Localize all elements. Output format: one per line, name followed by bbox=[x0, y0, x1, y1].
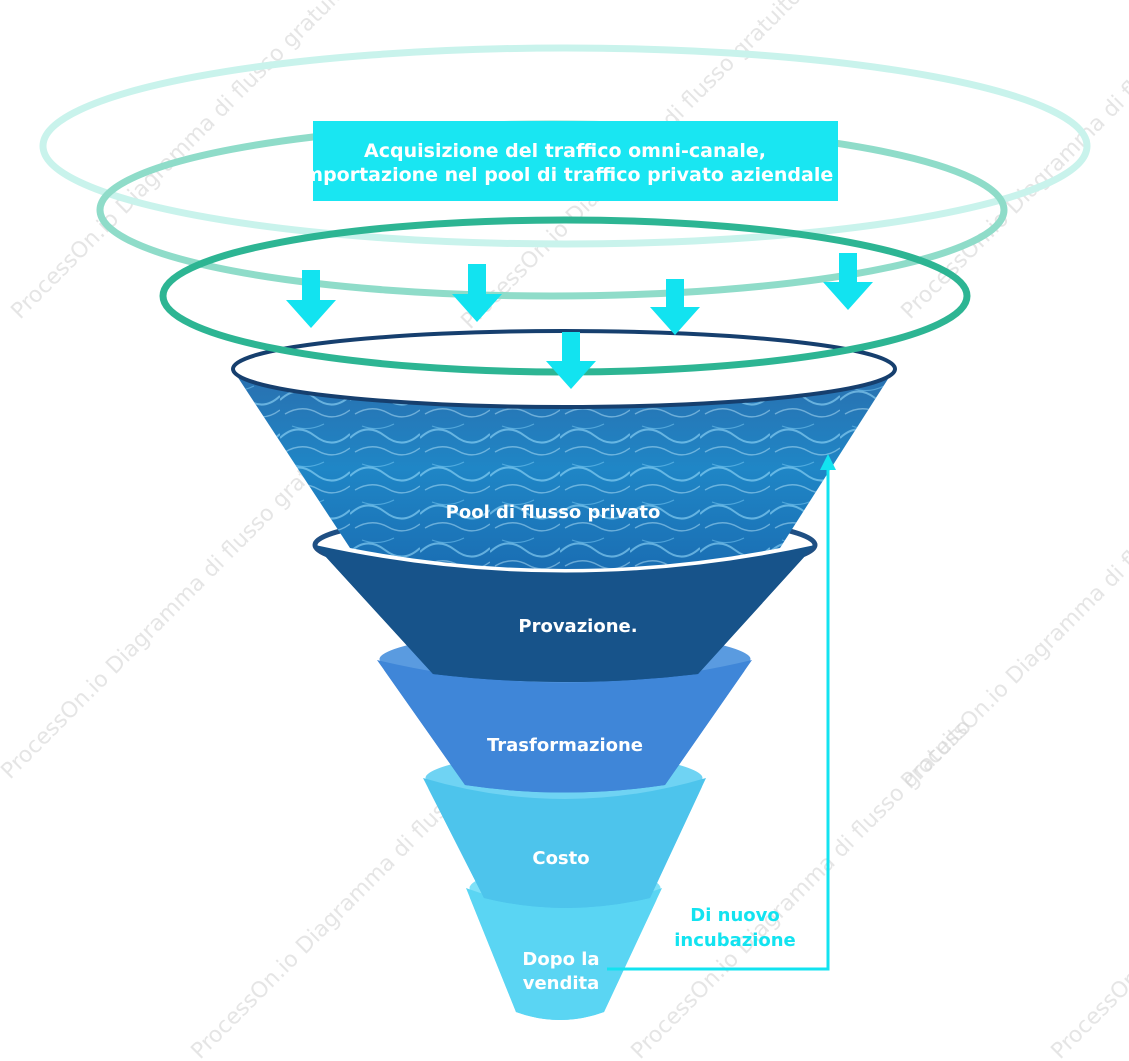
feedback-loop: Di nuovo incubazione bbox=[607, 454, 836, 971]
watermark-text: ProcessOn.io Diagramma di flusso gratuit… bbox=[1047, 714, 1129, 1061]
header-box: Acquisizione del traffico omni-canale, i… bbox=[297, 121, 838, 201]
traffic-ring-outer bbox=[39, 44, 1091, 248]
watermark-text: ProcessOn.io Diagramma di flusso gratuit… bbox=[0, 434, 347, 784]
down-arrow-icon bbox=[823, 253, 873, 310]
down-arrow-icon bbox=[286, 270, 336, 328]
header-line-2: importazione nel pool di traffico privat… bbox=[297, 164, 833, 186]
inflow-arrows bbox=[286, 253, 873, 389]
feedback-label-2: incubazione bbox=[674, 930, 796, 951]
feedback-label-1: Di nuovo bbox=[690, 905, 779, 926]
stage-label-provazione: Provazione. bbox=[518, 616, 637, 637]
stage-label-costo: Costo bbox=[532, 848, 589, 869]
funnel-stage-pool bbox=[231, 329, 897, 569]
header-line-1: Acquisizione del traffico omni-canale, bbox=[364, 140, 766, 162]
feedback-connector bbox=[607, 468, 830, 971]
down-arrow-icon bbox=[546, 332, 596, 389]
down-arrow-icon bbox=[650, 279, 700, 335]
stage-label-pool: Pool di flusso privato bbox=[446, 502, 661, 523]
up-arrow-icon bbox=[820, 454, 836, 470]
down-arrow-icon bbox=[452, 264, 502, 322]
stage-label-trasformazione: Trasformazione bbox=[487, 735, 643, 756]
stage-label-dopo-vendita-2: vendita bbox=[523, 973, 600, 994]
stage-label-dopo-vendita-1: Dopo la bbox=[522, 949, 599, 970]
